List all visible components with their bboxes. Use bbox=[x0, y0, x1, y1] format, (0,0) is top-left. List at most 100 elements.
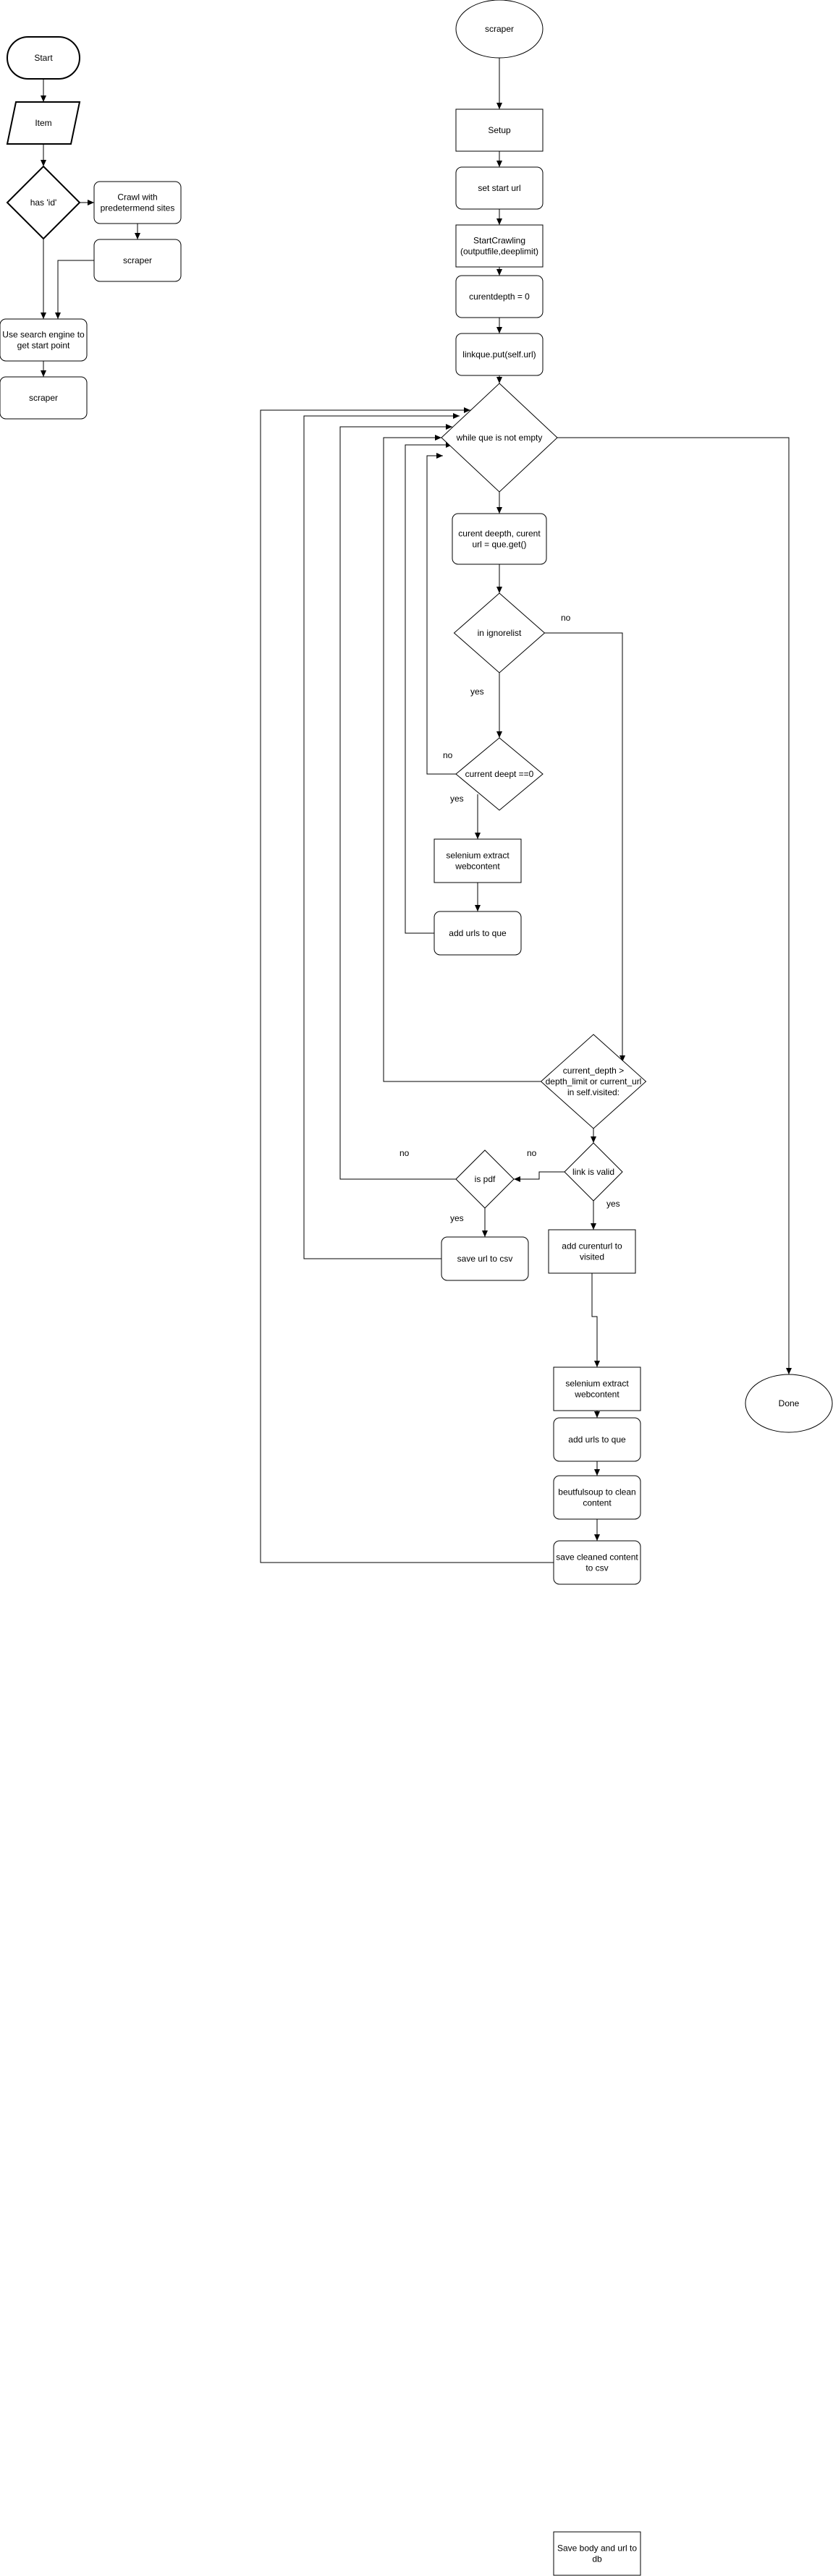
crawl-predetermined-box-shape bbox=[93, 181, 182, 224]
link-valid-decision-label: link is valid bbox=[572, 1167, 614, 1177]
label-no-pdf: no bbox=[399, 1148, 410, 1158]
search-engine-box-shape bbox=[0, 318, 88, 362]
selenium-extract-2-box-label-1: selenium extract bbox=[565, 1379, 629, 1389]
add-visited-box-label-2: visited bbox=[580, 1252, 604, 1262]
curent-get-box-shape bbox=[452, 513, 547, 565]
item-input: Item bbox=[6, 101, 81, 145]
label-yes-pdf: yes bbox=[450, 1213, 464, 1223]
selenium-extract-2-box-shape bbox=[553, 1366, 641, 1411]
selenium-extract-1-box-shape bbox=[434, 838, 522, 883]
set-start-url-box-label: set start url bbox=[478, 183, 520, 193]
edge-labels: no yes no yes no yes no yes bbox=[399, 613, 620, 1223]
save-cleaned-box-shape bbox=[553, 1540, 641, 1585]
loop-savecleaned bbox=[260, 407, 554, 1563]
loop-saveurl bbox=[303, 413, 460, 1259]
has-id-decision-label: has 'id' bbox=[30, 197, 57, 208]
depth-check-decision-shape bbox=[540, 1034, 647, 1129]
item-input-label: Item bbox=[35, 118, 51, 128]
start-crawling-box-label-1: StartCrawling bbox=[473, 236, 525, 246]
setup-box-shape bbox=[455, 109, 544, 152]
start-terminal: Start bbox=[7, 36, 80, 80]
start-crawling-box-label-2: (outputfile,deeplimit) bbox=[460, 247, 538, 257]
scraper-start-ellipse-label: scraper bbox=[485, 24, 514, 34]
curent-get-box: curent deepth, curenturl = que.get() bbox=[452, 513, 547, 565]
label-yes-valid: yes bbox=[606, 1199, 620, 1209]
current-deept-decision-shape bbox=[455, 737, 544, 811]
save-cleaned-box-label-1: save cleaned content bbox=[556, 1552, 638, 1563]
current-deept-decision: current deept ==0 bbox=[455, 737, 544, 811]
start-crawling-box: StartCrawling(outputfile,deeplimit) bbox=[455, 224, 544, 268]
done-ellipse: Done bbox=[745, 1374, 833, 1433]
ignorelist-decision: in ignorelist bbox=[453, 592, 546, 673]
curent-get-box-label-2: url = que.get() bbox=[472, 540, 526, 550]
crawl-predetermined-box-label-1: Crawl with bbox=[117, 192, 157, 203]
done-ellipse-shape bbox=[745, 1374, 833, 1433]
save-cleaned-box-label-2: to csv bbox=[585, 1563, 608, 1573]
set-start-url-box: set start url bbox=[455, 166, 544, 210]
save-body-db-box-label-2: db bbox=[592, 2554, 602, 2564]
depth-check-decision-label-1: current_depth > bbox=[563, 1066, 624, 1076]
depth-check-decision: current_depth >depth_limit or current_ur… bbox=[540, 1034, 647, 1129]
save-url-csv-box-label: save url to csv bbox=[457, 1254, 513, 1264]
add-visited-box-shape bbox=[548, 1229, 636, 1274]
setup-box-label: Setup bbox=[488, 125, 511, 135]
while-que-decision: while que is not empty bbox=[441, 383, 558, 493]
save-body-db-box-label-1: Save body and url to bbox=[557, 2543, 637, 2554]
depth-check-decision-label-3: in self.visited: bbox=[567, 1087, 620, 1097]
scraper-top-box-label: scraper bbox=[123, 255, 152, 265]
ignorelist-decision-label: in ignorelist bbox=[478, 628, 522, 638]
is-pdf-decision: is pdf bbox=[455, 1149, 515, 1209]
start-terminal-label: Start bbox=[34, 53, 53, 63]
label-no-deept: no bbox=[443, 750, 453, 760]
add-urls-1-box-label: add urls to que bbox=[449, 928, 507, 938]
add-urls-2-box-label: add urls to que bbox=[568, 1434, 626, 1445]
selenium-extract-1-box-label-1: selenium extract bbox=[446, 851, 509, 861]
add-urls-1-box: add urls to que bbox=[434, 911, 522, 956]
is-pdf-decision-label: is pdf bbox=[475, 1174, 496, 1184]
loop-depthcheck bbox=[383, 435, 541, 1082]
save-url-csv-box-shape bbox=[441, 1236, 529, 1281]
loop-ispdf-no bbox=[339, 424, 456, 1180]
current-depth-box-label: curentdepth = 0 bbox=[469, 292, 530, 302]
beautifulsoup-box-label-2: content bbox=[583, 1498, 612, 1508]
save-url-csv-box: save url to csv bbox=[441, 1236, 529, 1281]
current-depth-box: curentdepth = 0 bbox=[455, 275, 544, 318]
edge-ignorelist-depthcheck bbox=[544, 632, 625, 1062]
scraper-bottom-box-label: scraper bbox=[29, 393, 58, 403]
edge-linkvalid-ispdf bbox=[514, 1171, 565, 1182]
save-body-db-box-shape bbox=[553, 2531, 641, 2576]
curent-get-box-label-1: curent deepth, curent bbox=[458, 529, 541, 539]
label-yes-deept: yes bbox=[450, 794, 464, 804]
add-urls-2-box: add urls to que bbox=[553, 1417, 641, 1462]
add-visited-box-label-1: add curenturl to bbox=[562, 1241, 622, 1251]
selenium-extract-1-box-label-2: webcontent bbox=[454, 862, 500, 872]
label-no-ignorelist: no bbox=[561, 613, 571, 623]
edges bbox=[41, 58, 792, 1563]
label-yes-ignorelist: yes bbox=[470, 686, 484, 697]
scraper-start-ellipse: scraper bbox=[455, 0, 544, 59]
label-no-valid: no bbox=[527, 1148, 537, 1158]
setup-box: Setup bbox=[455, 109, 544, 152]
loop-addurls1 bbox=[405, 442, 452, 934]
linkque-put-box-label: linkque.put(self.url) bbox=[462, 349, 536, 360]
while-que-decision-label: while que is not empty bbox=[456, 433, 543, 443]
edge-addvisited-selenium2 bbox=[591, 1273, 600, 1367]
selenium-extract-2-box-label-2: webcontent bbox=[574, 1390, 620, 1400]
link-valid-decision-shape bbox=[564, 1142, 623, 1202]
edge-while-done bbox=[557, 437, 792, 1374]
has-id-decision-shape bbox=[6, 165, 81, 240]
ignorelist-decision-shape bbox=[453, 592, 546, 673]
add-urls-2-box-shape bbox=[553, 1417, 641, 1462]
linkque-put-box: linkque.put(self.url) bbox=[455, 333, 544, 376]
scraper-bottom-box: scraper bbox=[0, 376, 88, 420]
search-engine-box-label-1: Use search engine to bbox=[2, 330, 85, 340]
